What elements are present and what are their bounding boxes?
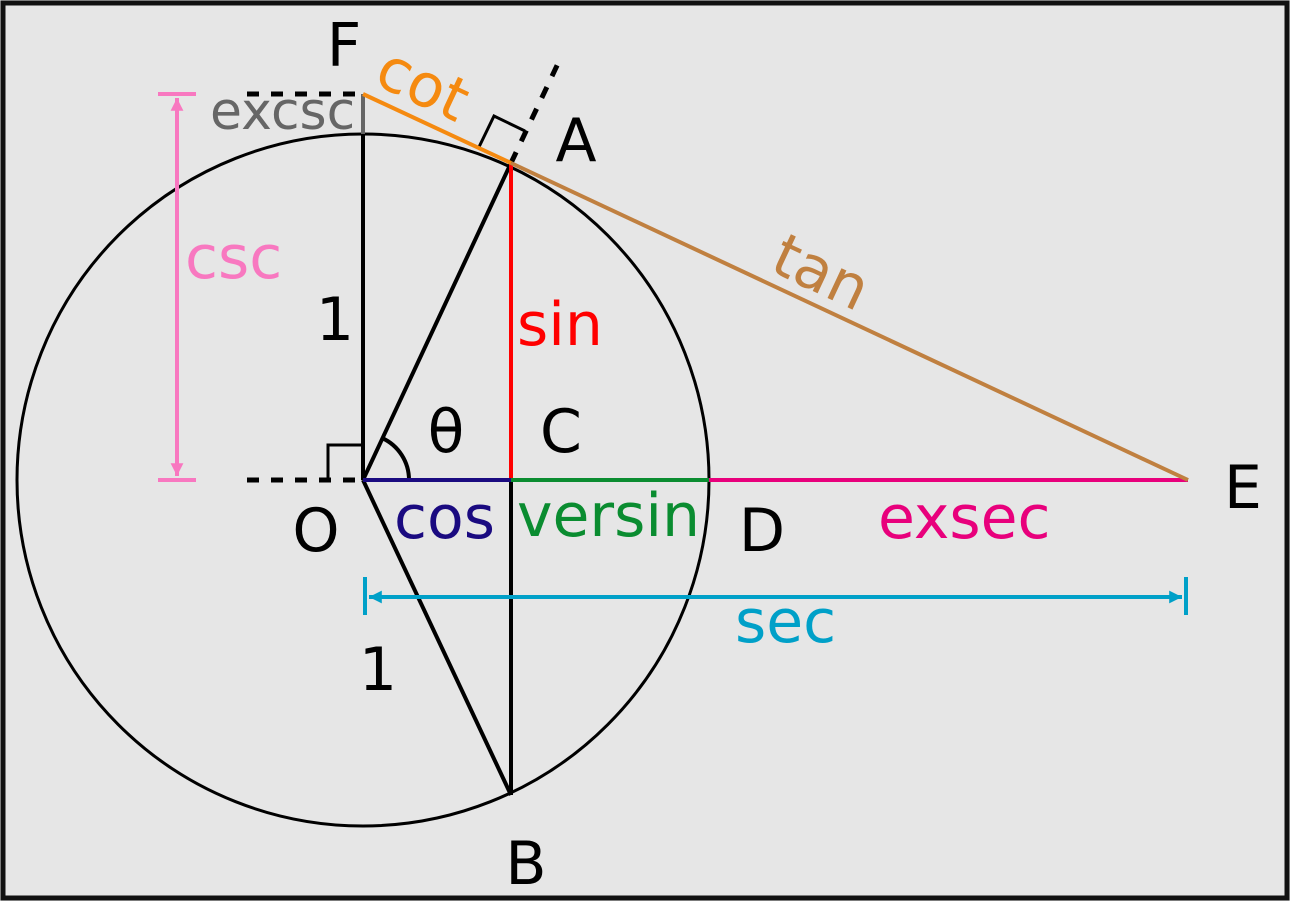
segment-tan — [510, 161, 1189, 482]
label-versin: versin — [517, 481, 700, 551]
label-angle-theta: θ — [428, 397, 465, 467]
label-radius-upper: 1 — [316, 285, 354, 355]
label-point-o: O — [292, 496, 339, 566]
label-radius-lower: 1 — [359, 635, 397, 705]
label-sec: sec — [735, 587, 836, 657]
right-angle-mark-a — [477, 113, 526, 148]
label-cos: cos — [394, 483, 495, 553]
label-point-c: C — [540, 397, 582, 467]
label-point-a: A — [555, 106, 596, 176]
label-point-b: B — [505, 829, 546, 899]
segment-cot — [362, 92, 512, 165]
angle-theta-arc — [381, 436, 412, 481]
segment-oa — [361, 162, 513, 481]
label-excsc: excsc — [210, 82, 355, 142]
segment-ob — [361, 479, 513, 796]
label-csc: csc — [185, 223, 282, 293]
label-exsec: exsec — [878, 483, 1051, 553]
dotted-extension-radius — [508, 53, 565, 165]
label-point-f: F — [327, 11, 362, 81]
label-point-e: E — [1224, 453, 1262, 523]
label-point-d: D — [739, 496, 785, 566]
label-sin: sin — [517, 290, 603, 360]
right-angle-mark-origin — [326, 443, 363, 480]
